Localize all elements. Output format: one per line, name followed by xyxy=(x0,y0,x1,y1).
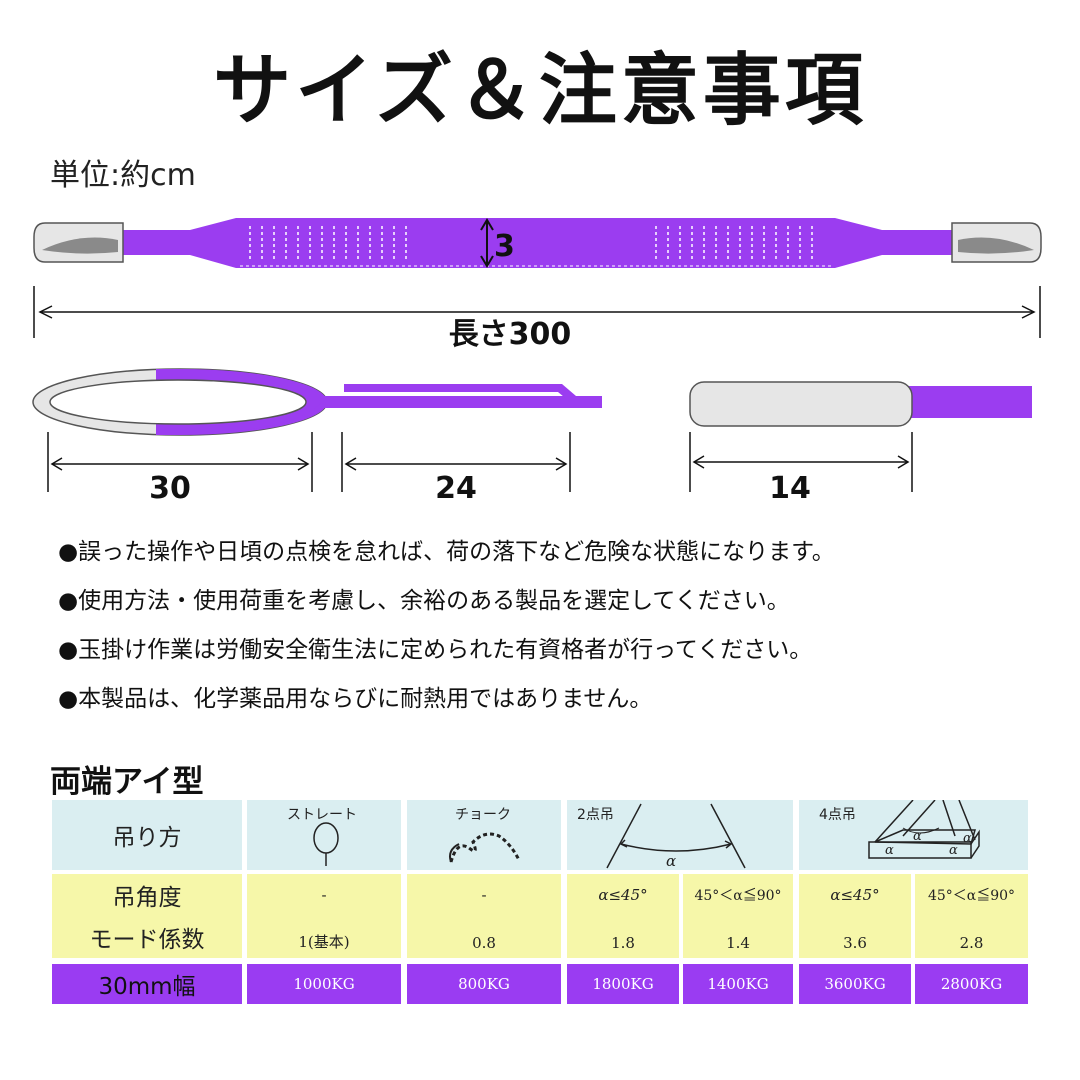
factor-cell: 0.8 xyxy=(407,916,561,958)
hang-four-point-cell: 4点吊 α α α α xyxy=(799,800,1028,870)
alpha-symbol: α xyxy=(666,852,676,870)
angle-cell: α≤45° xyxy=(799,874,911,916)
sleeve-length-label: 14 xyxy=(769,471,811,506)
hang-straight-label: ストレート xyxy=(287,807,357,823)
factor-cell: 1.4 xyxy=(683,916,793,958)
caution-notes: ●誤った操作や日頃の点検を怠れば、荷の落下など危険な状態になります。 ●使用方法… xyxy=(58,528,1058,724)
straight-hang-icon xyxy=(313,822,339,866)
left-eye-inner xyxy=(42,237,118,254)
four-point-hang-icon: α α α α xyxy=(868,800,980,859)
load-cell: 1400KG xyxy=(683,964,793,1004)
right-eye-inner xyxy=(958,237,1034,254)
angle-cell: 45°＜α≦90° xyxy=(915,874,1028,916)
load-cell: 1000KG xyxy=(247,964,401,1004)
width-label: 3 xyxy=(494,229,515,264)
neck-length-label: 24 xyxy=(435,471,477,506)
alpha-symbol: α xyxy=(949,843,958,858)
alpha-symbol: α xyxy=(885,843,894,858)
caution-note: ●誤った操作や日頃の点検を怠れば、荷の落下など危険な状態になります。 xyxy=(58,539,835,565)
length-label: 長さ300 xyxy=(449,317,572,352)
factor-cell: 1(基本) xyxy=(247,916,401,958)
two-point-hang-icon: α xyxy=(606,803,746,870)
angle-cell: - xyxy=(247,874,401,916)
factor-cell: 1.8 xyxy=(567,916,679,958)
page-title: サイズ＆注意事項 xyxy=(213,46,867,136)
hang-choke-label: チョーク xyxy=(455,807,511,823)
row-label-angle: 吊角度 xyxy=(52,874,242,916)
row-label-width: 30mm幅 xyxy=(52,964,242,1004)
angle-cell: - xyxy=(407,874,561,916)
row-label-factor: モード係数 xyxy=(52,916,242,958)
alpha-symbol: α xyxy=(963,831,972,846)
angle-cell: 45°＜α≦90° xyxy=(683,874,793,916)
load-cell: 1800KG xyxy=(567,964,679,1004)
caution-note: ●使用方法・使用荷重を考慮し、余裕のある製品を選定してください。 xyxy=(58,588,790,614)
choke-hang-icon xyxy=(449,832,521,863)
hang-two-point-cell: 2点吊 α xyxy=(567,800,793,870)
sling-diagram: 3 長さ300 30 24 14 xyxy=(32,218,1042,506)
caution-note: ●玉掛け作業は労働安全衛生法に定められた有資格者が行ってください。 xyxy=(58,637,813,663)
table-section-title: 両端アイ型 xyxy=(50,764,204,800)
factor-cell: 2.8 xyxy=(915,916,1028,958)
hang-four-point-label: 4点吊 xyxy=(819,807,856,823)
stitching-left xyxy=(249,226,407,262)
load-cell: 2800KG xyxy=(915,964,1028,1004)
sling-full-view: 3 長さ300 xyxy=(33,218,1042,352)
load-cell: 3600KG xyxy=(799,964,911,1004)
factor-cell: 3.6 xyxy=(799,916,911,958)
load-cell: 800KG xyxy=(407,964,561,1004)
stitching-right xyxy=(655,226,813,262)
sleeve-detail-view: 14 xyxy=(689,381,1032,506)
unit-label: 単位:約cm xyxy=(50,158,196,193)
angle-cell: α≤45° xyxy=(567,874,679,916)
hang-choke-cell: チョーク xyxy=(407,800,561,870)
hang-straight-cell: ストレート xyxy=(247,800,401,870)
row-label-hanging: 吊り方 xyxy=(52,800,242,870)
alpha-symbol: α xyxy=(913,829,922,844)
eye-detail-view: 30 24 xyxy=(32,368,602,506)
sling-body xyxy=(120,218,955,268)
eye-length-label: 30 xyxy=(149,471,191,506)
hang-two-point-label: 2点吊 xyxy=(577,807,614,823)
caution-note: ●本製品は、化学薬品用ならびに耐熱用ではありません。 xyxy=(58,686,653,712)
